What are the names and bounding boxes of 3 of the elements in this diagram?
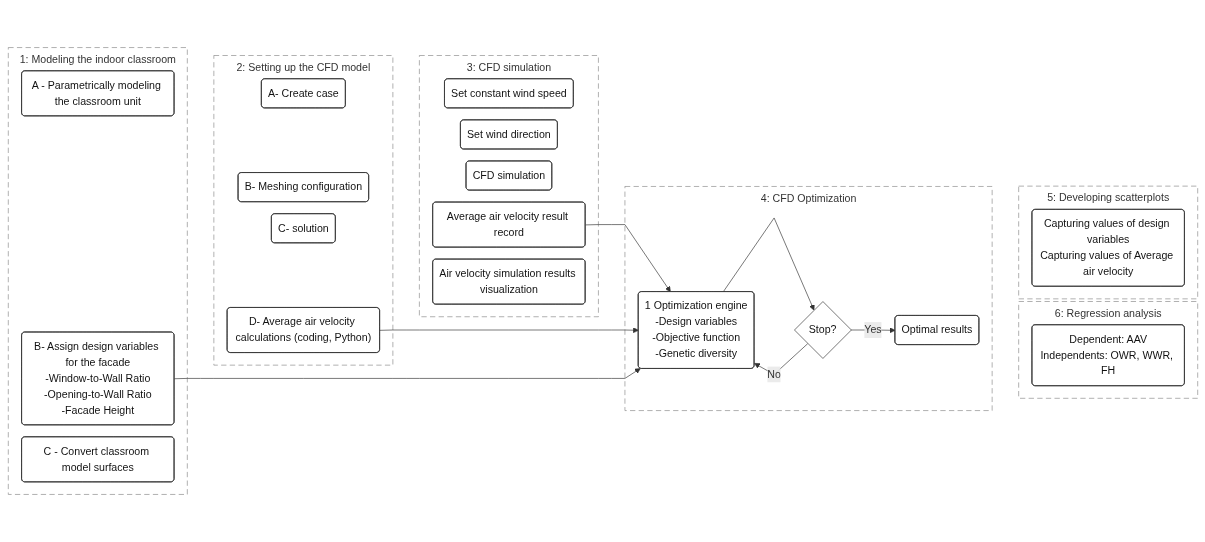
node-diamond: Stop? [793,301,852,359]
edge-label: Yes [863,324,882,336]
edge-label: No [766,368,781,380]
